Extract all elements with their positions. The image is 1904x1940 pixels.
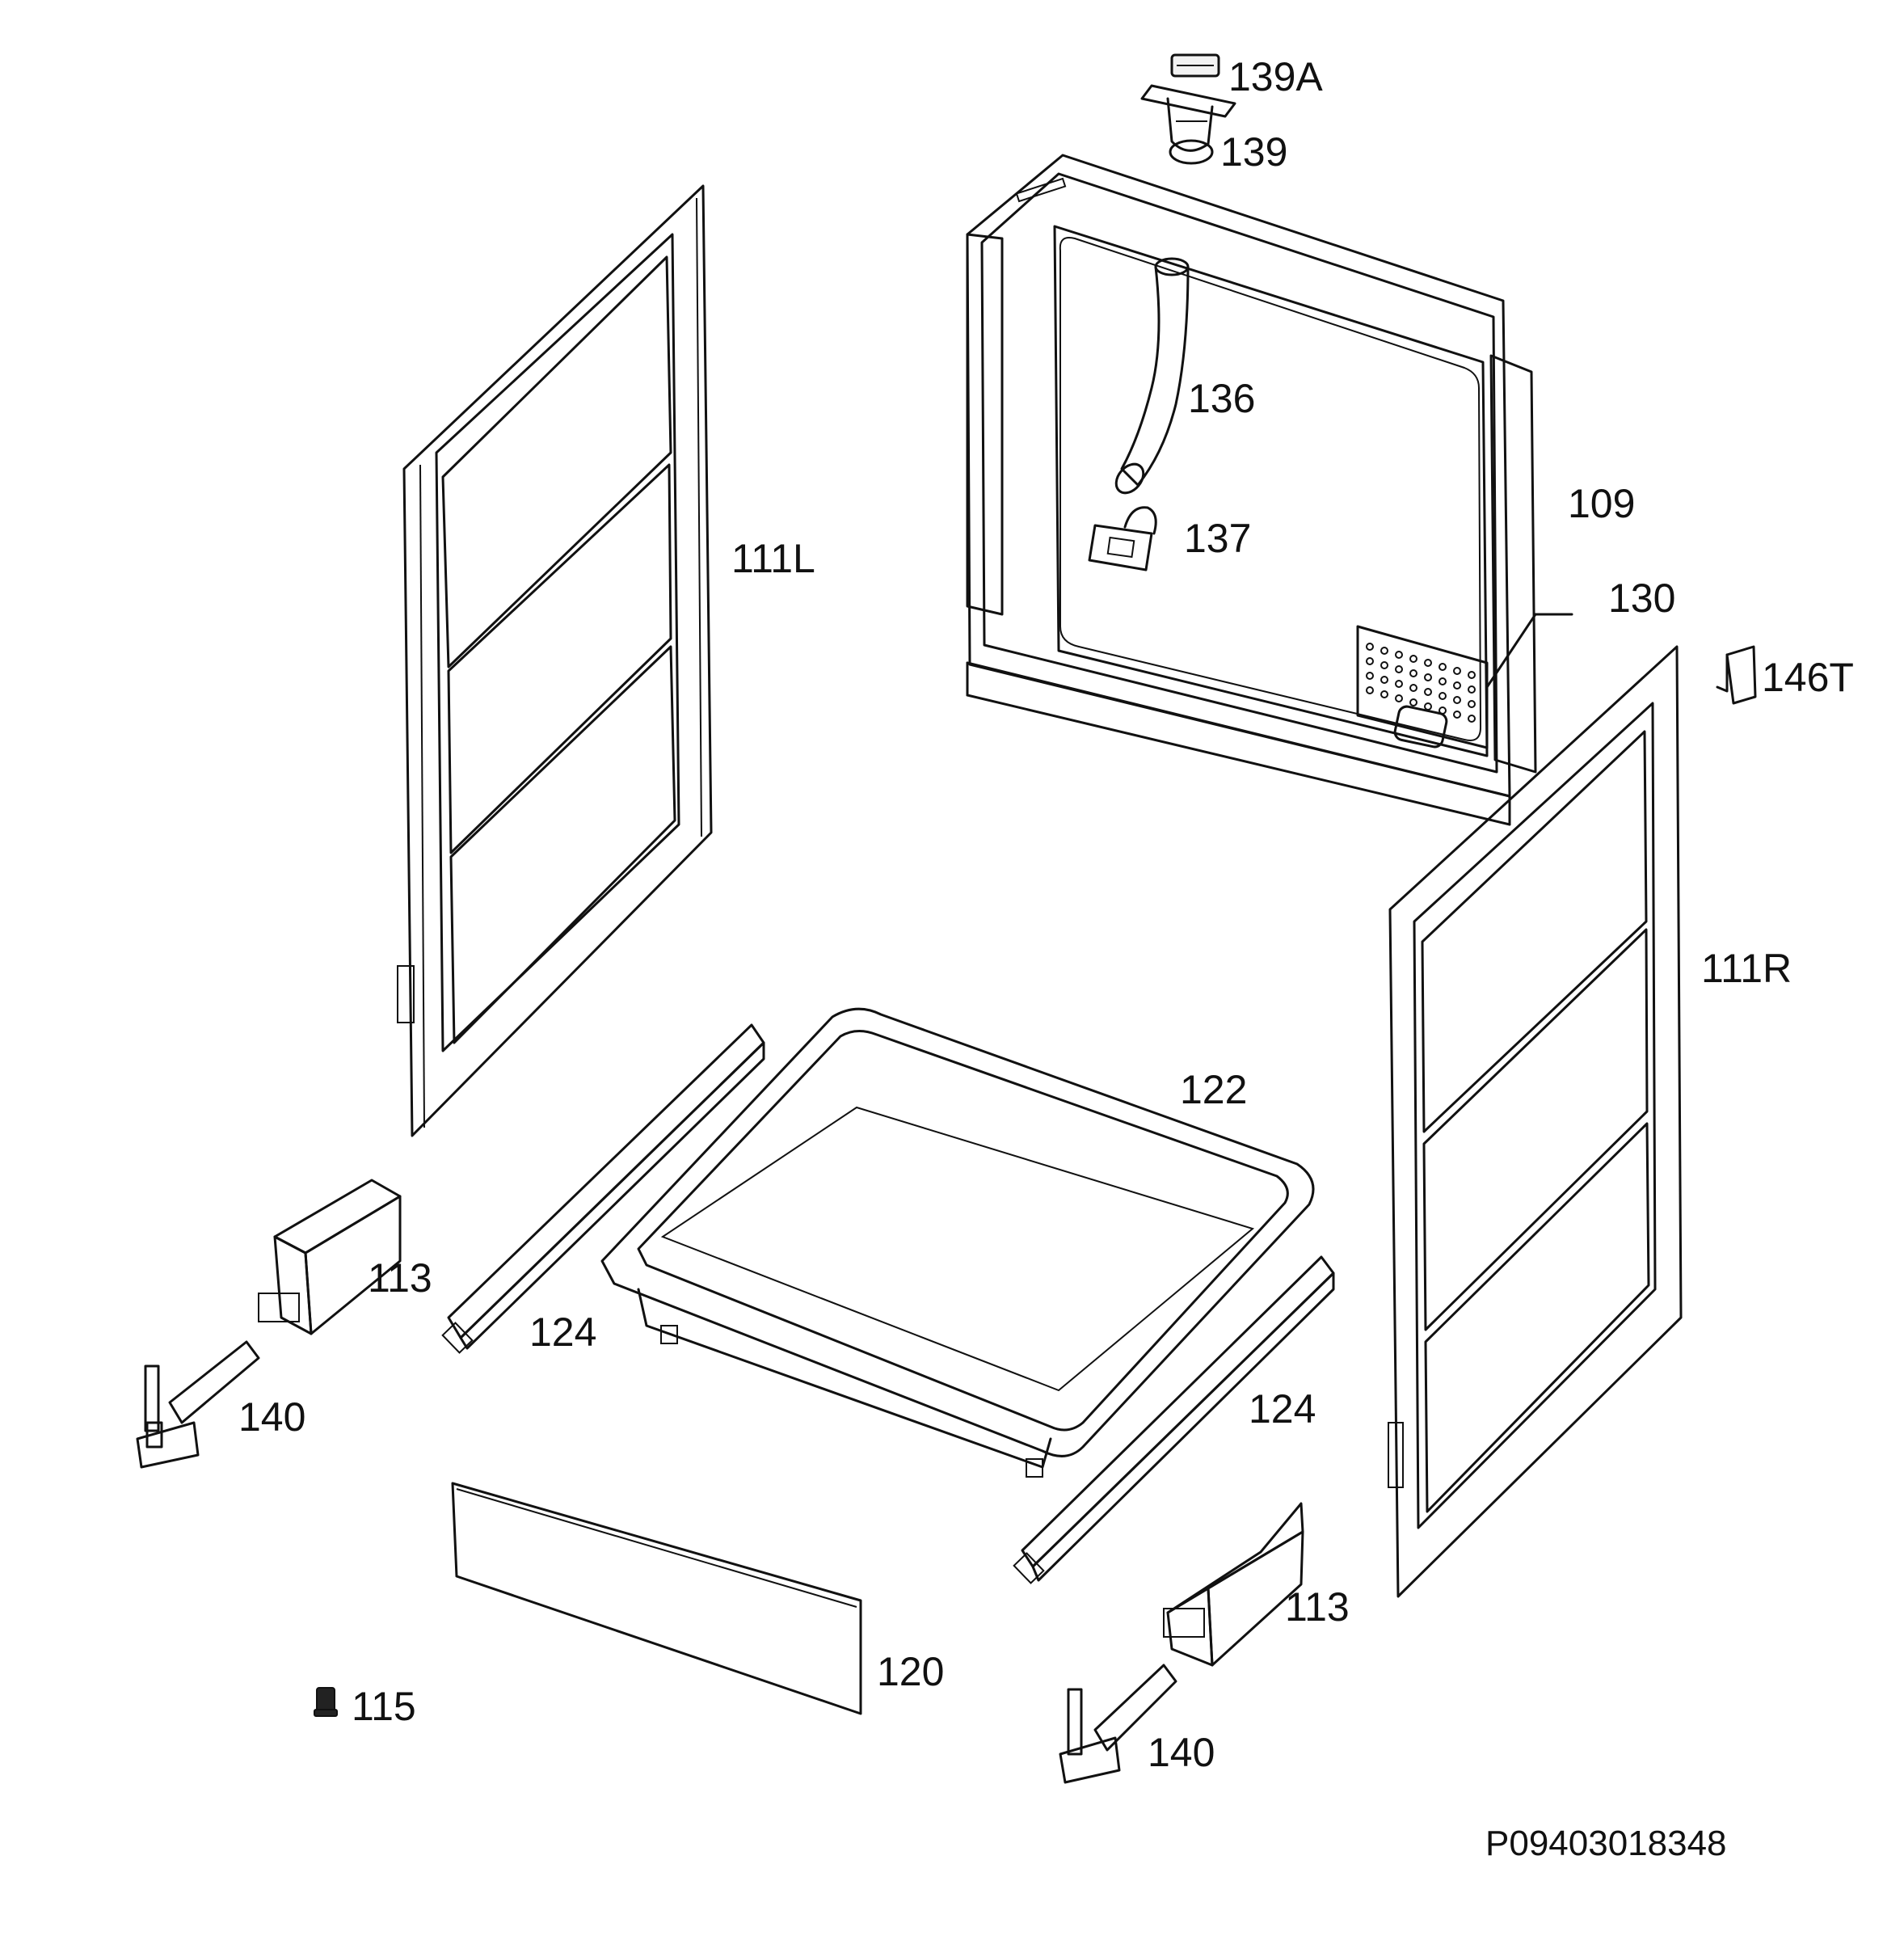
part-124-right-runner [1013, 1255, 1335, 1584]
part-109-back-panel [966, 154, 1537, 826]
perforation-hole [1409, 698, 1417, 706]
part-115-foot [314, 1687, 338, 1717]
perforation-hole [1395, 665, 1403, 673]
label-124-right: 124 [1249, 1386, 1316, 1432]
label-137: 137 [1184, 516, 1251, 561]
part-113-right-bracket [1163, 1502, 1304, 1667]
part-139A-clip [1170, 53, 1220, 78]
perforation-hole [1366, 686, 1374, 694]
perforation-hole [1468, 700, 1476, 708]
perforation-hole [1409, 684, 1417, 692]
perforation-hole [1380, 690, 1388, 698]
perforation-hole [1380, 647, 1388, 655]
part-139-duct-connector [1140, 84, 1236, 165]
drawing-code: P09403018348 [1485, 1824, 1727, 1863]
perforation-hole [1453, 696, 1461, 704]
perforation-hole [1453, 681, 1461, 690]
perforation-hole [1468, 715, 1476, 723]
part-111R-right-panel [1388, 645, 1683, 1598]
label-140-left: 140 [238, 1394, 305, 1440]
part-111L-left-panel [397, 184, 713, 1137]
perforation-hole [1395, 651, 1403, 659]
label-136: 136 [1188, 376, 1255, 421]
label-122: 122 [1180, 1067, 1247, 1112]
part-146T-bracket [1716, 645, 1757, 705]
label-146T: 146T [1762, 655, 1854, 700]
perforation-hole [1468, 671, 1476, 679]
label-111L: 111L [731, 536, 815, 581]
part-137-seal [1088, 506, 1157, 571]
perforation-hole [1409, 669, 1417, 677]
perforation-hole [1409, 655, 1417, 663]
part-130-plate [1356, 613, 1573, 749]
label-115: 115 [352, 1684, 416, 1729]
label-130: 130 [1608, 576, 1675, 621]
part-140-right-hinge [1059, 1664, 1177, 1784]
label-140-right: 140 [1148, 1730, 1215, 1775]
label-139A: 139A [1228, 54, 1323, 99]
perforation-hole [1424, 659, 1432, 667]
perforation-hole [1439, 677, 1447, 685]
part-120-drawer-front [451, 1482, 862, 1715]
perforation-hole [1468, 685, 1476, 694]
perforation-hole [1366, 643, 1374, 651]
perforation-hole [1395, 694, 1403, 702]
label-139: 139 [1220, 129, 1287, 175]
label-124-left: 124 [529, 1310, 596, 1355]
perforation-hole [1424, 688, 1432, 696]
part-140-left-hinge [136, 1340, 260, 1469]
perforation-hole [1366, 672, 1374, 680]
part-136-hose [1114, 257, 1190, 495]
perforation-hole [1453, 711, 1461, 719]
perforation-hole [1395, 680, 1403, 688]
perforation-hole [1366, 657, 1374, 665]
perforation-hole [1380, 676, 1388, 684]
label-109: 109 [1568, 481, 1635, 526]
perforation-hole [1424, 673, 1432, 681]
perforation-hole [1453, 667, 1461, 675]
label-113-left: 113 [368, 1255, 432, 1301]
perforation-hole [1439, 663, 1447, 671]
label-120: 120 [877, 1649, 944, 1694]
label-111R: 111R [1701, 946, 1792, 991]
part-113-left-bracket [258, 1179, 402, 1335]
perforation-hole [1439, 692, 1447, 700]
perforation-hole [1424, 702, 1432, 711]
perforation-hole [1380, 661, 1388, 669]
label-113-right: 113 [1285, 1584, 1350, 1630]
part-124-left-runner [441, 1023, 765, 1354]
part-122-drawer-tray [600, 1007, 1315, 1478]
